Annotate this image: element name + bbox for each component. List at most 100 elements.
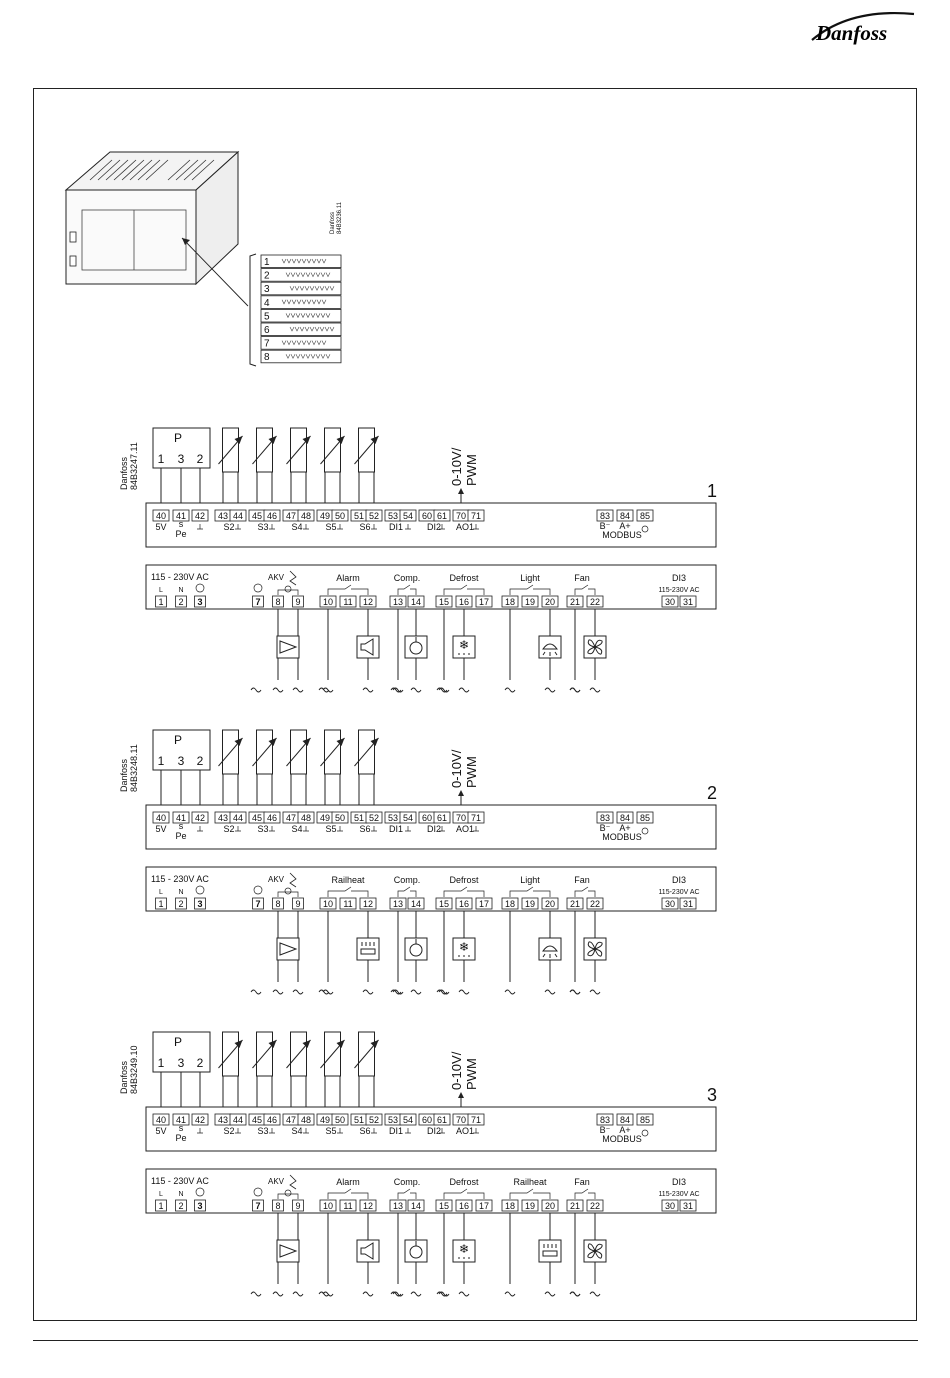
ground-tick: [405, 1128, 411, 1134]
terminal-30-label: 30: [665, 597, 675, 607]
terminal-2-label: 2: [178, 597, 183, 607]
power-L-label: L: [159, 1191, 163, 1198]
upper-label-s4: S4: [291, 824, 302, 834]
terminal-83-label: 83: [600, 813, 610, 823]
sensor-arrowhead: [370, 436, 379, 444]
akv-bracket: [277, 1193, 299, 1199]
terminal-84: [616, 509, 634, 522]
terminal-strip-icon: [285, 272, 331, 278]
snowflake-glyph: ❄: [459, 638, 469, 652]
ac-symbol: [322, 1291, 334, 1297]
di3-voltage: 115-230V AC: [658, 889, 699, 896]
analog-out-label-1: 0-10V/: [449, 447, 464, 486]
terminal-85: [636, 811, 654, 824]
analog-out-label-2: PWM: [464, 1058, 479, 1090]
fan-icon: [583, 1239, 607, 1263]
upper-label-di2: DI2: [427, 1126, 441, 1136]
upper-label-bminus: B⁻: [600, 823, 611, 833]
terminal-70-label: 70: [456, 511, 466, 521]
terminal-2: [175, 595, 187, 608]
upper-label-s4: S4: [291, 522, 302, 532]
terminal-strip-icon: [281, 299, 327, 305]
load-box: [452, 937, 476, 961]
diagram-number: 3: [707, 1085, 717, 1105]
di3-label: DI3: [672, 875, 686, 885]
terminal-84-label: 84: [620, 511, 630, 521]
upper-label-aplus: A+: [619, 823, 630, 833]
ac-symbol: [458, 687, 470, 693]
terminal-42-label: 42: [195, 511, 205, 521]
terminal-15-label: 15: [439, 597, 449, 607]
relay-contact: [509, 584, 551, 595]
controller-drawing: Danfoss 84B3236.11: [64, 150, 343, 367]
overview-code-line1: Danfoss: [330, 212, 336, 234]
potentiometer-pin: 1: [158, 1056, 165, 1070]
terminal-47-label: 47: [286, 511, 296, 521]
defrost-icon: ❄: [452, 635, 476, 659]
ac-symbol: [410, 687, 422, 693]
terminal-43-label: 43: [218, 1115, 228, 1125]
potentiometer-pin: 3: [178, 1056, 185, 1070]
relay-label-2: Defrost: [449, 875, 479, 885]
ac-symbol: [410, 989, 422, 995]
terminal-7: [252, 595, 264, 608]
ac-symbol: [272, 989, 284, 995]
relay-label-0: Railheat: [331, 875, 365, 885]
terminal-10-label: 10: [323, 899, 333, 909]
sensor-arrowhead: [336, 436, 345, 444]
defrost-icon: ❄: [452, 1239, 476, 1263]
ground-tick: [303, 1128, 309, 1134]
terminal-48-label: 48: [301, 813, 311, 823]
potentiometer-pin: 3: [178, 452, 185, 466]
ground-tick: [269, 1128, 275, 1134]
relay-contact: [574, 584, 596, 595]
upper-label-s6: S6: [359, 824, 370, 834]
upper-label-aplus: A+: [619, 1125, 630, 1135]
variant-row: [260, 336, 342, 350]
load-box: [452, 1239, 476, 1263]
relay-label-3: Light: [520, 875, 540, 885]
doc-code-line1: Danfoss: [119, 456, 129, 490]
valve-icon: [276, 1239, 300, 1263]
variant-number: 8: [264, 352, 270, 363]
ac-symbol: [272, 1291, 284, 1297]
compressor-icon: [404, 635, 428, 659]
compressor-icon: [404, 1239, 428, 1263]
terminal-12-label: 12: [363, 899, 373, 909]
terminal-41: [172, 811, 190, 824]
terminal-51-label: 51: [354, 511, 364, 521]
terminal-1: [155, 1199, 167, 1212]
analog-out-label-2: PWM: [464, 454, 479, 486]
danfoss-logo: Danfoss: [811, 11, 915, 45]
terminal-43-label: 43: [218, 511, 228, 521]
terminal-40-label: 40: [156, 1115, 166, 1125]
variant-row: [260, 295, 342, 309]
terminal-83-label: 83: [600, 511, 610, 521]
terminal-21-label: 21: [570, 1201, 580, 1211]
lamp-shape: [542, 643, 558, 650]
terminal-8: [272, 897, 284, 910]
terminal-40: [152, 1113, 170, 1126]
terminal-51-label: 51: [354, 813, 364, 823]
upper-label-s3: S3: [257, 522, 268, 532]
ac-symbol: [390, 989, 402, 995]
terminal-71: [467, 509, 485, 522]
ac-symbol: [544, 1291, 556, 1297]
akv-coil-icon: [289, 872, 297, 888]
variant-number: 3: [264, 284, 270, 295]
akv-label: AKV: [268, 1177, 285, 1186]
upper-label-ao1: AO1: [456, 1126, 474, 1136]
terminal-46-label: 46: [267, 1115, 277, 1125]
load-box: [452, 635, 476, 659]
relay-label-3: Railheat: [513, 1177, 547, 1187]
ground-tick: [473, 1128, 479, 1134]
akv-clock-icon: [284, 1189, 292, 1197]
terminal-strip-icon: [289, 286, 335, 291]
terminal-17-label: 17: [479, 597, 489, 607]
terminal-41: [172, 1113, 190, 1126]
analog-out-arrowhead: [458, 488, 464, 494]
valve-shape: [279, 1244, 298, 1258]
upper-label-ao1: AO1: [456, 522, 474, 532]
terminal-21-label: 21: [570, 597, 580, 607]
